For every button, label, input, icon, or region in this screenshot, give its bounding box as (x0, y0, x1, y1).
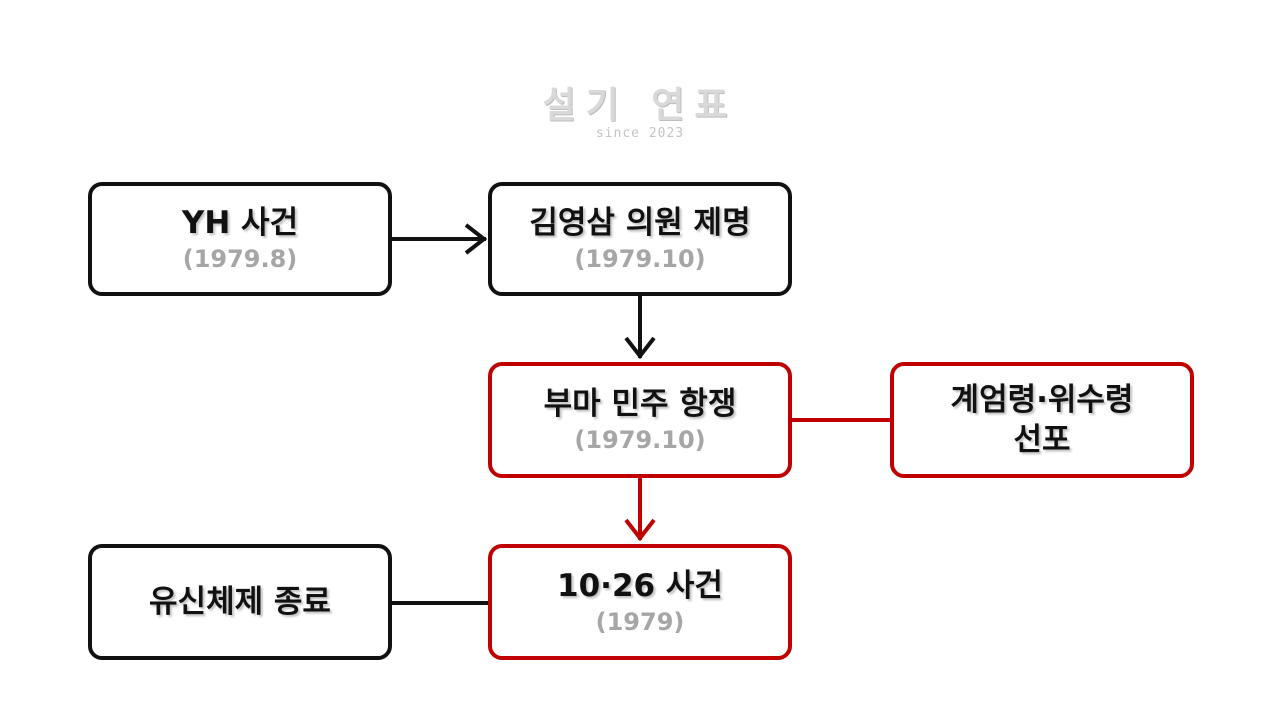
node-oct26-incident: 10·26 사건 (1979) (488, 544, 792, 660)
node-title: 김영삼 의원 제명 (529, 205, 751, 241)
node-yushin-end: 유신체제 종료 (88, 544, 392, 660)
node-title-line1: 계엄령·위수령 (950, 382, 1134, 418)
logo-subtitle: since 2023 (595, 126, 685, 141)
node-date: (1979) (595, 608, 685, 636)
node-yh-incident: YH 사건 (1979.8) (88, 182, 392, 296)
arrow-kim-to-buma-head (624, 336, 656, 360)
arrow-buma-to-oct26-head (624, 518, 656, 542)
node-title-line2: 선포 (1013, 422, 1071, 458)
node-buma-uprising: 부마 민주 항쟁 (1979.10) (488, 362, 792, 478)
node-title: 유신체제 종료 (149, 584, 331, 620)
node-title: 10·26 사건 (557, 568, 723, 604)
node-title: YH 사건 (181, 205, 299, 241)
logo-title: 설기 연표 (542, 85, 738, 126)
node-date: (1979.8) (182, 245, 298, 273)
node-title: 부마 민주 항쟁 (543, 386, 737, 422)
arrow-yh-to-kim-head (464, 223, 488, 255)
node-kim-expulsion: 김영삼 의원 제명 (1979.10) (488, 182, 792, 296)
node-date: (1979.10) (574, 245, 706, 273)
logo: 설기 연표 since 2023 (490, 76, 790, 141)
node-martial-law: 계엄령·위수령 선포 (890, 362, 1194, 478)
node-date: (1979.10) (574, 426, 706, 454)
